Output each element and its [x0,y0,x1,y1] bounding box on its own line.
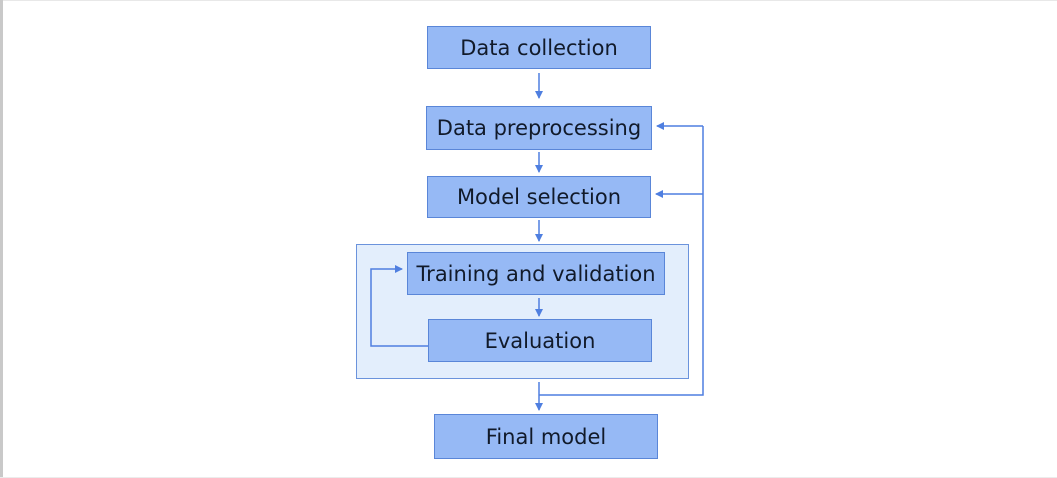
node-evaluation: Evaluation [428,319,652,362]
node-training-and-validation: Training and validation [407,252,665,295]
arrow-evaluation-feedback [370,265,428,347]
node-data-preprocessing: Data preprocessing [426,106,652,150]
node-label: Model selection [456,185,622,209]
node-label: Data collection [460,35,618,60]
node-label: Training and validation [416,261,656,286]
frame-left-edge [0,0,3,478]
node-label: Final model [485,424,607,449]
frame-top-edge [0,0,1057,1]
node-final-model: Final model [434,414,658,459]
feedback-line-right [539,126,704,396]
node-label: Data preprocessing [436,116,642,140]
node-label: Evaluation [484,328,596,353]
node-data-collection: Data collection [427,26,651,69]
node-model-selection: Model selection [427,176,651,218]
